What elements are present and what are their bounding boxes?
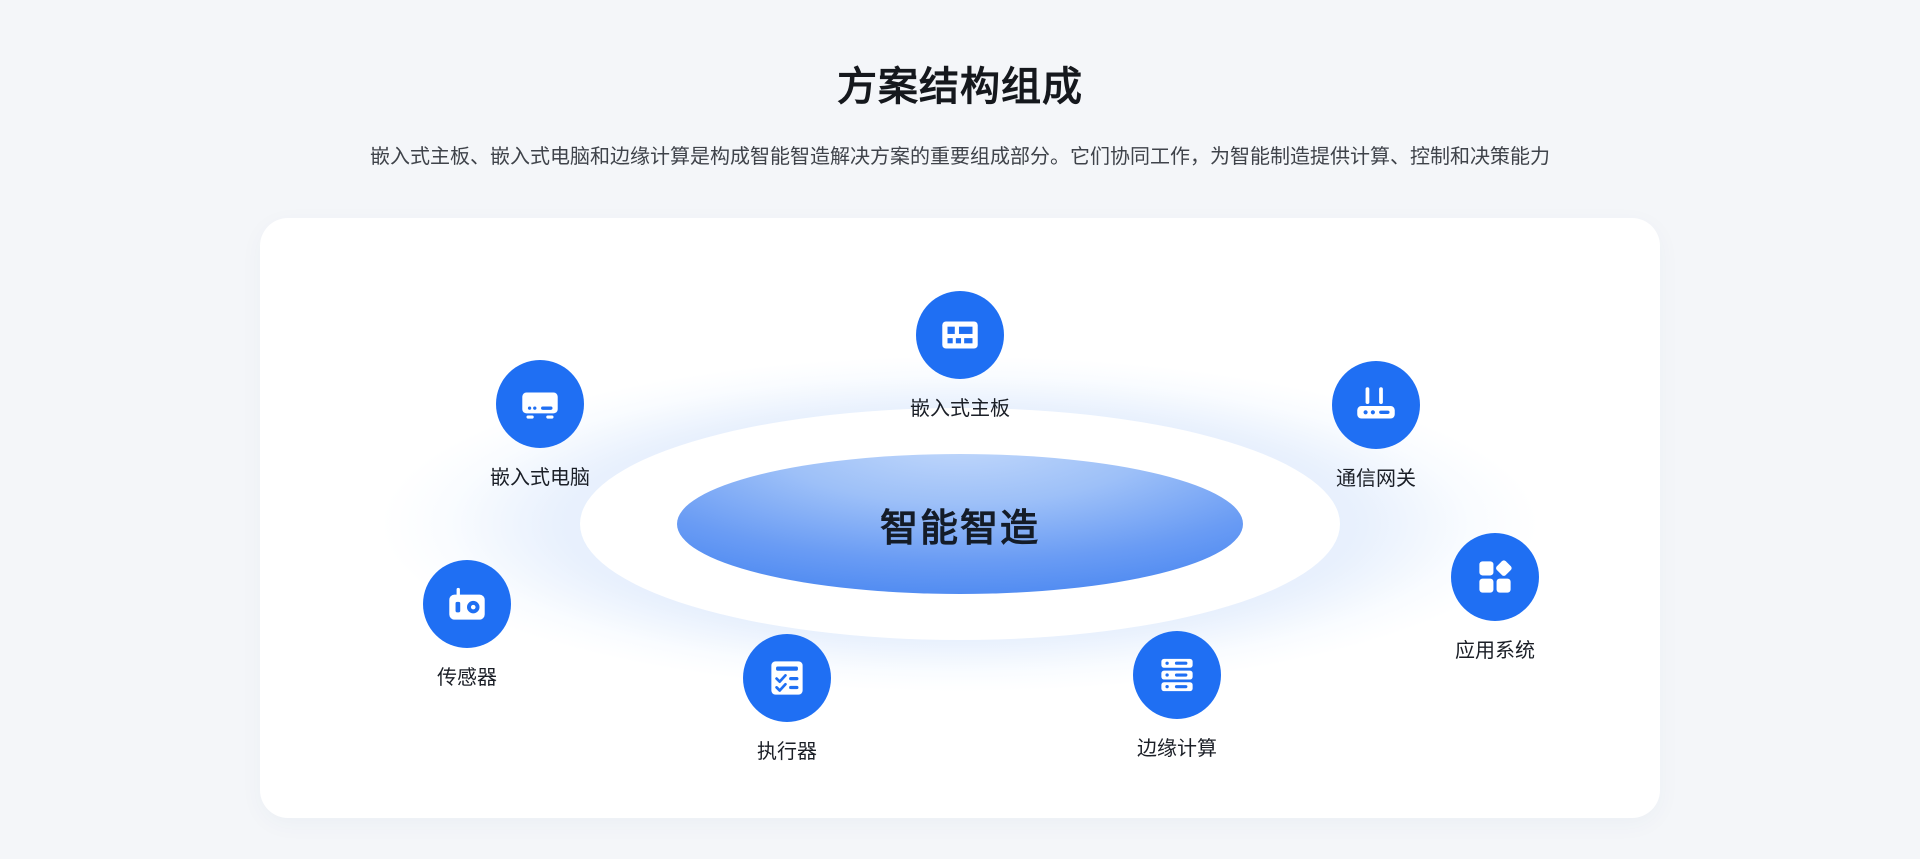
diagram-card: 智能智造 嵌入式主板 — [260, 218, 1660, 818]
header: 方案结构组成 嵌入式主板、嵌入式电脑和边缘计算是构成智能智造解决方案的重要组成部… — [0, 0, 1920, 169]
motherboard-icon — [916, 291, 1004, 379]
page-title: 方案结构组成 — [837, 65, 1083, 109]
node-edge-computing: 边缘计算 — [1087, 631, 1267, 761]
node-label: 嵌入式主板 — [910, 398, 1010, 420]
center-ellipse: 智能智造 — [677, 454, 1243, 594]
sensor-icon — [423, 560, 511, 648]
page-subtitle: 嵌入式主板、嵌入式电脑和边缘计算是构成智能智造解决方案的重要组成部分。它们协同工… — [370, 146, 1550, 168]
checklist-icon — [743, 634, 831, 722]
embedded-pc-icon — [496, 360, 584, 448]
node-app-system: 应用系统 — [1405, 533, 1585, 663]
node-gateway: 通信网关 — [1286, 361, 1466, 491]
server-stack-icon — [1133, 631, 1221, 719]
node-label: 执行器 — [757, 741, 817, 763]
node-embedded-pc: 嵌入式电脑 — [450, 360, 630, 490]
node-label: 嵌入式电脑 — [490, 467, 590, 489]
gateway-icon — [1332, 361, 1420, 449]
app-grid-icon — [1451, 533, 1539, 621]
node-label: 传感器 — [437, 667, 497, 689]
center-label: 智能智造 — [879, 507, 1040, 550]
node-motherboard: 嵌入式主板 — [870, 291, 1050, 421]
node-sensor: 传感器 — [377, 560, 557, 690]
node-label: 应用系统 — [1455, 640, 1535, 662]
node-actuator: 执行器 — [697, 634, 877, 764]
node-label: 边缘计算 — [1137, 738, 1217, 760]
node-label: 通信网关 — [1336, 468, 1416, 490]
